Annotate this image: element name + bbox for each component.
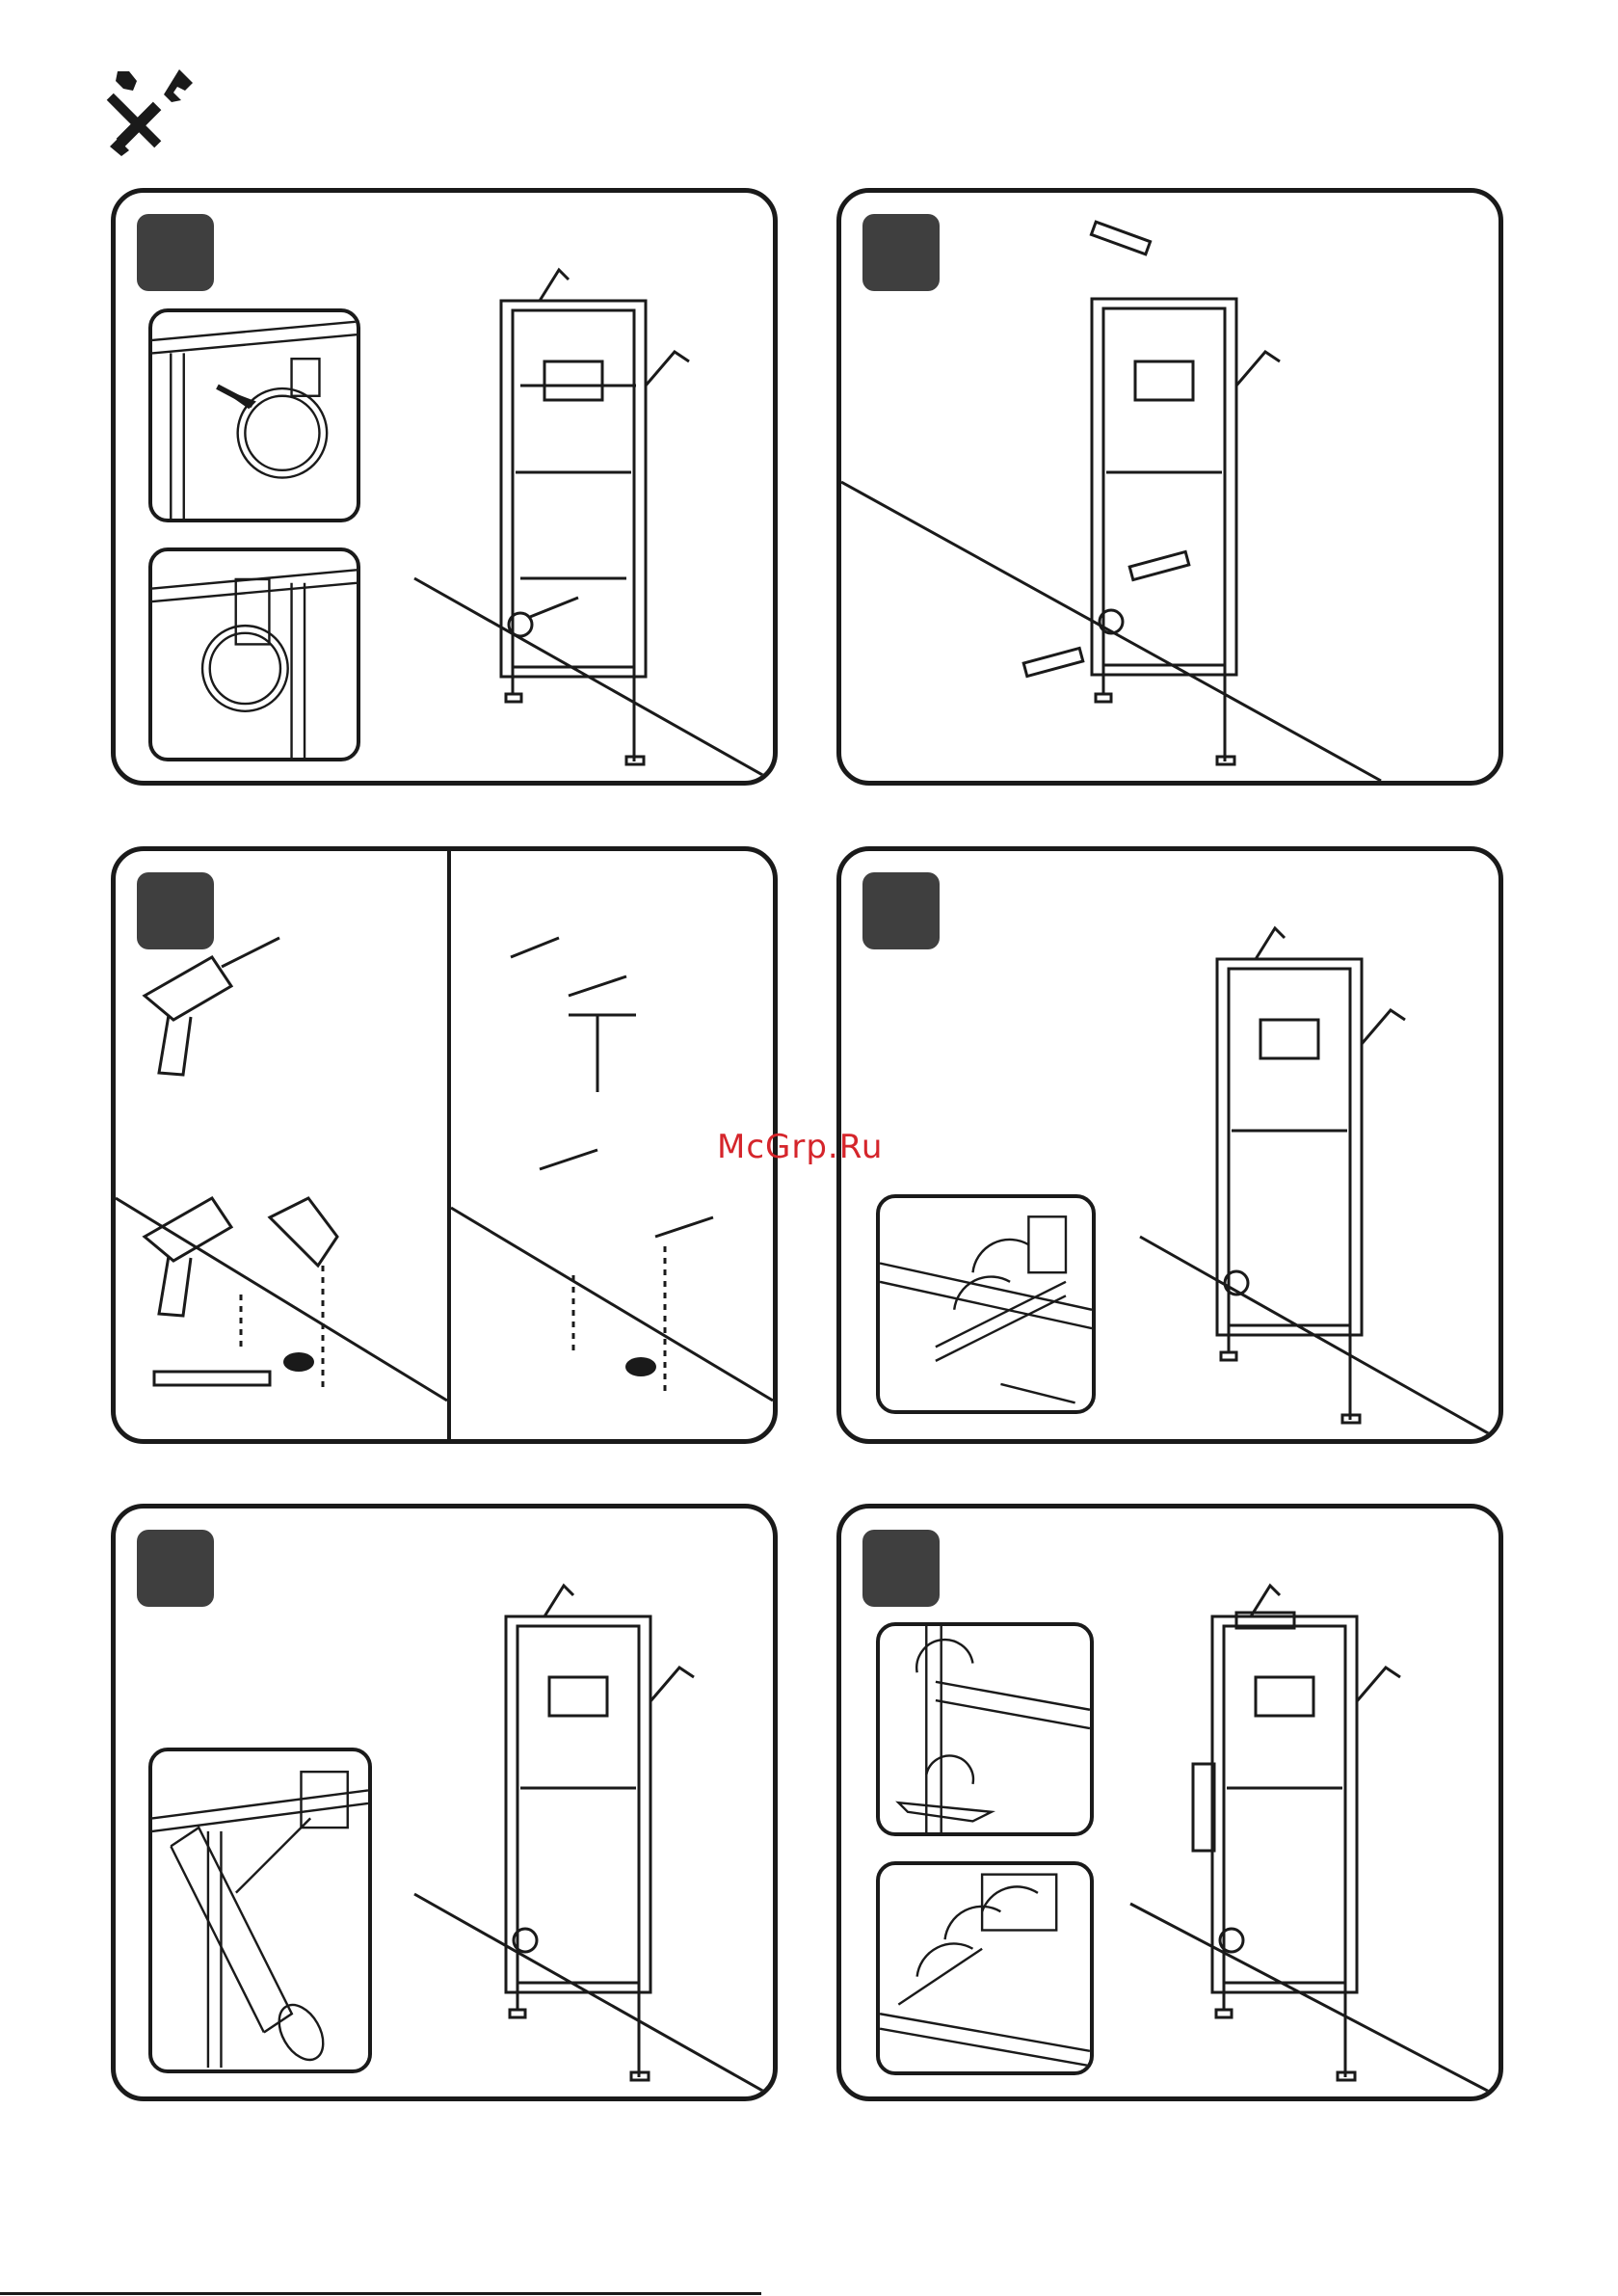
frame-cut-illustration [116, 1508, 773, 2096]
frame-leveling-illustration [841, 851, 1499, 1439]
mounting-frame-illustration [116, 193, 773, 781]
step-2-panel [836, 188, 1503, 786]
frame-final-illustration [841, 1508, 1499, 2096]
tools-icon [104, 64, 200, 160]
step-4-panel [836, 846, 1503, 1444]
drilling-and-dowel-illustration [116, 851, 773, 1439]
step-3-panel [111, 846, 778, 1444]
step-5-panel [111, 1504, 778, 2101]
step-1-panel [111, 188, 778, 786]
frame-with-anchors-illustration [841, 193, 1499, 781]
footer-rule [0, 2292, 761, 2295]
step-6-panel [836, 1504, 1503, 2101]
watermark-text: McGrp.Ru [717, 1128, 883, 1166]
